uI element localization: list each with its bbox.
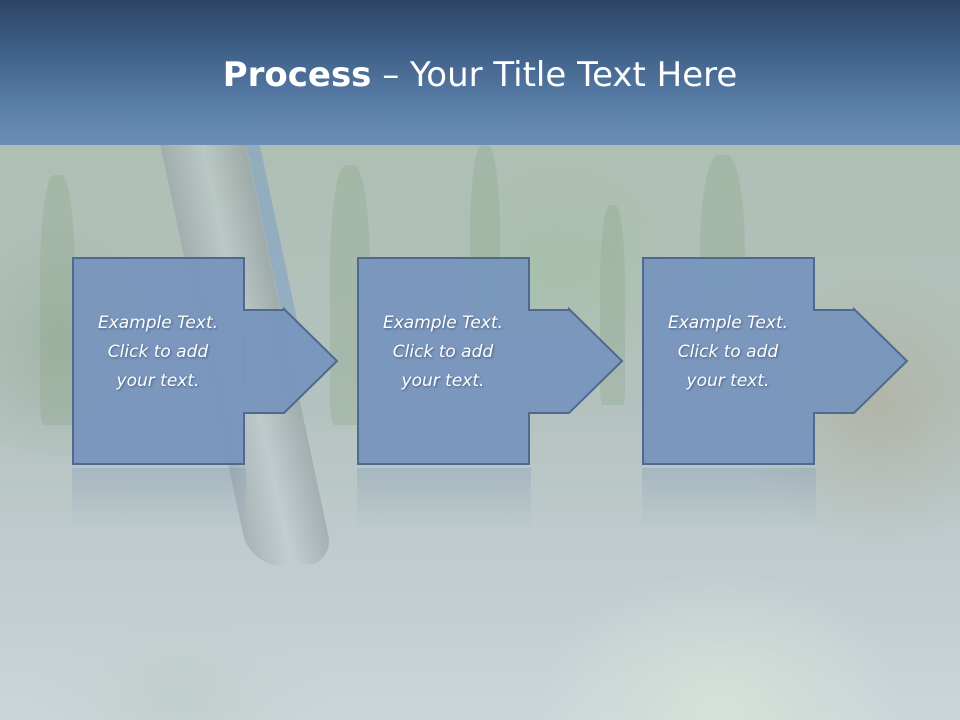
slide-title-rest: – Your Title Text Here (371, 55, 738, 95)
step-1-reflection (72, 468, 246, 528)
slide-title-bold: Process (222, 55, 372, 95)
step-3-reflection (642, 468, 816, 528)
step-3-arrow-shape (642, 257, 909, 465)
step-2-line-1: Example Text. (382, 313, 504, 333)
step-1-line-1: Example Text. (97, 313, 219, 333)
step-1-arrow-shape (72, 257, 339, 465)
step-1-text[interactable]: Example Text. Click to add your text. (72, 309, 244, 396)
process-step-2[interactable]: Example Text. Click to add your text. (357, 257, 624, 465)
step-2-line-2: Click to add (392, 342, 494, 362)
slide-title[interactable]: Process – Your Title Text Here (0, 52, 960, 98)
step-3-line-2: Click to add (677, 342, 779, 362)
step-2-text[interactable]: Example Text. Click to add your text. (357, 309, 529, 396)
step-3-text[interactable]: Example Text. Click to add your text. (642, 309, 814, 396)
step-3-line-3: your text. (686, 371, 770, 391)
process-step-1[interactable]: Example Text. Click to add your text. (72, 257, 339, 465)
step-1-line-2: Click to add (107, 342, 209, 362)
step-3-line-1: Example Text. (667, 313, 789, 333)
step-1-line-3: your text. (116, 371, 200, 391)
process-step-3[interactable]: Example Text. Click to add your text. (642, 257, 909, 465)
title-bar: Process – Your Title Text Here (0, 0, 960, 145)
step-2-reflection (357, 468, 531, 528)
step-2-arrow-shape (357, 257, 624, 465)
step-2-line-3: your text. (401, 371, 485, 391)
